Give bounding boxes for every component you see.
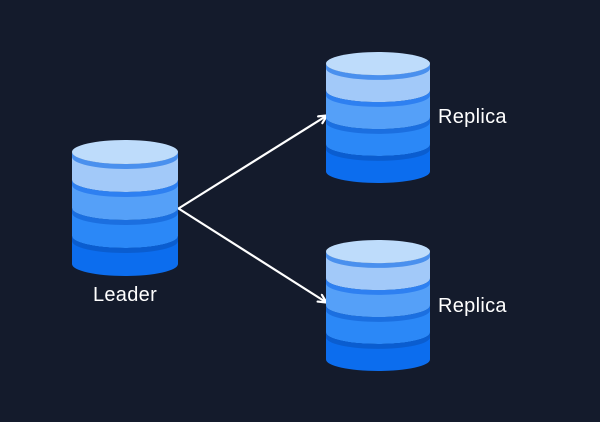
cylinder-band xyxy=(326,144,430,183)
node-leader xyxy=(72,140,178,276)
cylinder-band xyxy=(72,208,178,248)
cylinder-stripe xyxy=(326,144,430,161)
cylinder-band xyxy=(72,152,178,192)
arrow-leader-to-replica-top xyxy=(177,114,329,210)
cylinder-stripe xyxy=(326,278,430,295)
cylinder-band xyxy=(326,63,430,103)
cylinder-stripe xyxy=(326,251,430,268)
node-replica-bottom xyxy=(326,240,430,371)
cylinder-band xyxy=(326,251,430,291)
node-replica-top xyxy=(326,52,430,183)
cylinder-band xyxy=(72,180,178,220)
cylinder-band xyxy=(326,278,430,318)
cylinder-stripe xyxy=(72,236,178,253)
cylinder-stripe xyxy=(326,332,430,349)
replica-top-label: Replica xyxy=(438,106,507,128)
cylinder-band xyxy=(326,117,430,157)
database-icon-replica-bottom xyxy=(326,240,430,371)
cylinder-band xyxy=(72,236,178,276)
arrow-leader-to-replica-bottom xyxy=(177,207,328,304)
cylinder-stripe xyxy=(326,305,430,322)
cylinder-stripe xyxy=(72,208,178,225)
cylinder-stripe xyxy=(326,63,430,80)
cylinder-lid xyxy=(326,240,430,264)
cylinder-lid xyxy=(326,52,430,76)
replica-bottom-label: Replica xyxy=(438,295,507,317)
cylinder-band xyxy=(326,332,430,371)
cylinder-band xyxy=(326,90,430,130)
database-icon-leader xyxy=(72,140,178,276)
cylinder-stripe xyxy=(326,90,430,107)
cylinder-band xyxy=(326,305,430,345)
cylinder-stripe xyxy=(72,152,178,169)
database-icon-replica-top xyxy=(326,52,430,183)
cylinder-stripe xyxy=(326,117,430,134)
cylinder-stripe xyxy=(72,180,178,197)
cylinder-lid xyxy=(72,140,178,164)
leader-label: Leader xyxy=(92,284,158,306)
